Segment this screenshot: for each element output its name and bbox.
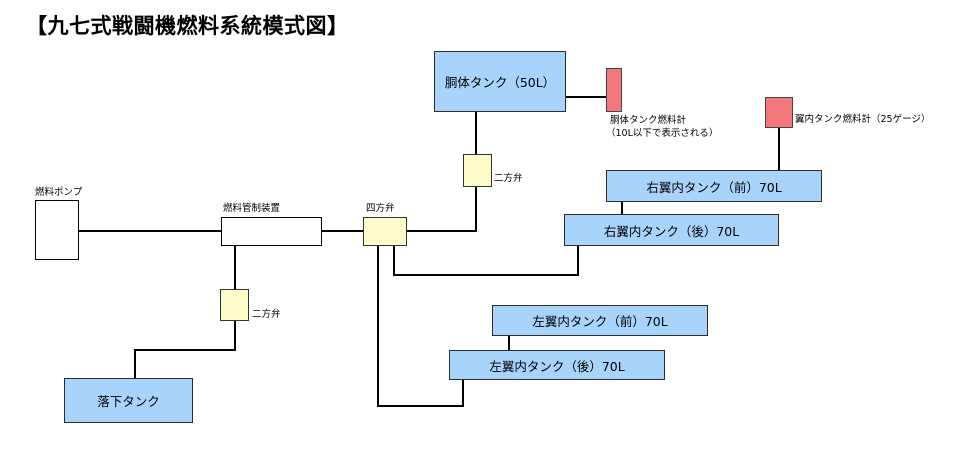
- left-wing-front-tank-label: 左翼内タンク（前）70L: [532, 314, 668, 329]
- pipe-left-wing-up: [462, 379, 464, 407]
- pipe-right-wing-connector: [621, 201, 623, 215]
- wing-fuel-gauge: [765, 97, 793, 128]
- pipe-fourway-right-wing-v: [393, 245, 395, 276]
- right-wing-front-tank-label: 右翼内タンク（前）70L: [646, 179, 782, 195]
- pipe-valve-top-up: [475, 112, 477, 155]
- drop-tank: 落下タンク: [64, 378, 193, 423]
- pipe-pump-control: [78, 230, 222, 232]
- pipe-right-wing-up: [577, 245, 579, 276]
- wing-gauge-label: 翼内タンク燃料計（25ゲージ）: [795, 114, 931, 125]
- fuel-pump-label: 燃料ポンプ: [35, 187, 83, 198]
- pipe-drop-horizontal: [134, 349, 236, 351]
- pipe-left-wing-connector: [508, 335, 510, 351]
- pipe-fuselage-gauge: [565, 96, 608, 98]
- right-wing-rear-tank-label: 右翼内タンク（後）70L: [603, 223, 740, 239]
- fuselage-tank-label: 胴体タンク（50L）: [444, 75, 556, 90]
- left-wing-front-tank: 左翼内タンク（前）70L: [492, 305, 708, 336]
- right-wing-rear-tank: 右翼内タンク（後）70L: [564, 214, 779, 246]
- pipe-fourway-left-wing-h: [377, 405, 464, 407]
- pipe-control-fourway: [321, 230, 364, 232]
- four-way-valve-label: 四方弁: [366, 203, 395, 214]
- two-way-valve-left-label: 二方弁: [252, 309, 281, 320]
- pipe-fourway-right: [406, 230, 477, 232]
- four-way-valve: [363, 217, 407, 246]
- fuel-control-unit: [221, 217, 322, 246]
- fuselage-gauge-label-line1: 胴体タンク燃料計: [610, 115, 687, 126]
- pipe-fourway-left-wing-v: [377, 245, 379, 407]
- fuselage-fuel-gauge: [606, 68, 622, 112]
- two-way-valve-top: [463, 154, 492, 187]
- pipe-fourway-right-wing-h: [393, 274, 579, 276]
- drop-tank-label: 落下タンク: [97, 394, 160, 409]
- left-wing-rear-tank-label: 左翼内タンク（後）70L: [489, 358, 625, 374]
- fuselage-gauge-label-line2: （10L以下で表示される）: [606, 128, 719, 139]
- pipe-wing-gauge: [778, 127, 780, 171]
- pipe-valve-top-down: [475, 186, 477, 232]
- two-way-valve-left: [220, 289, 249, 321]
- pipe-control-valve-left: [234, 245, 236, 290]
- pipe-drop-vertical: [134, 349, 136, 379]
- two-way-valve-top-label: 二方弁: [494, 173, 523, 184]
- left-wing-rear-tank: 左翼内タンク（後）70L: [449, 350, 665, 380]
- fuel-control-label: 燃料管制装置: [223, 203, 281, 214]
- fuel-pump: [35, 200, 79, 260]
- fuselage-tank: 胴体タンク（50L）: [434, 51, 566, 112]
- diagram-title: 【九七式戦闘機燃料系統模式図】: [26, 14, 349, 38]
- right-wing-front-tank: 右翼内タンク（前）70L: [606, 170, 822, 202]
- pipe-valve-left-down: [234, 320, 236, 351]
